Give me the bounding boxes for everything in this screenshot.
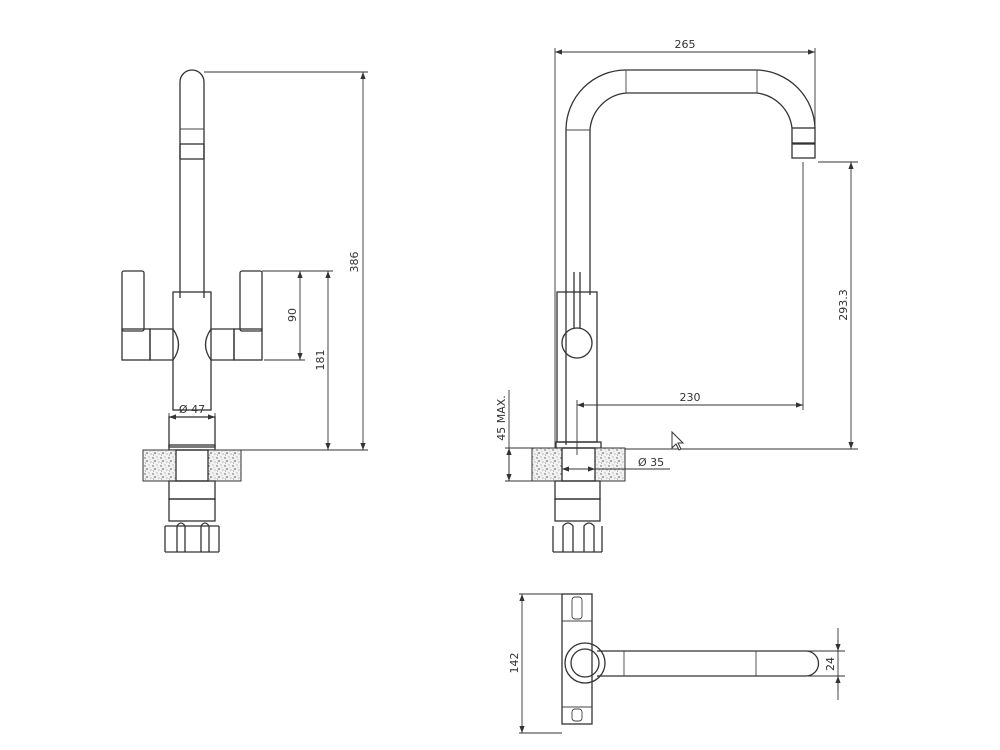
front-spout <box>179 69 205 298</box>
arrow-cursor-icon <box>671 430 685 451</box>
dim-lever-height: 90 <box>286 308 299 322</box>
worktop-right <box>207 449 242 482</box>
dim-base-diameter: Ø 47 <box>179 403 205 416</box>
side-lever-knob <box>561 327 593 359</box>
dim-hole-diameter: Ø 35 <box>638 456 664 469</box>
worktop-left <box>142 449 177 482</box>
dim-lever-span: 142 <box>508 653 521 674</box>
front-view: 386 90 181 Ø 47 <box>121 69 368 553</box>
worktop-right <box>594 447 626 482</box>
dim-overall-width: 265 <box>675 38 696 51</box>
side-spout <box>565 69 816 445</box>
side-view: 265 293.3 230 45 MAX. Ø 35 <box>495 38 858 553</box>
top-lever-bar <box>561 593 593 725</box>
top-spout <box>597 650 820 677</box>
dim-spout-diameter: 24 <box>824 657 837 671</box>
right-lever <box>239 270 263 332</box>
worktop-left <box>531 447 563 482</box>
dim-deck-thickness: 45 MAX. <box>495 395 508 441</box>
dim-overall-height: 386 <box>348 252 361 273</box>
dim-spout-reach: 230 <box>680 391 701 404</box>
top-view: 142 24 <box>508 593 845 734</box>
left-lever <box>121 270 145 332</box>
dim-spout-height: 293.3 <box>837 289 850 321</box>
dim-body-height: 181 <box>314 350 327 371</box>
